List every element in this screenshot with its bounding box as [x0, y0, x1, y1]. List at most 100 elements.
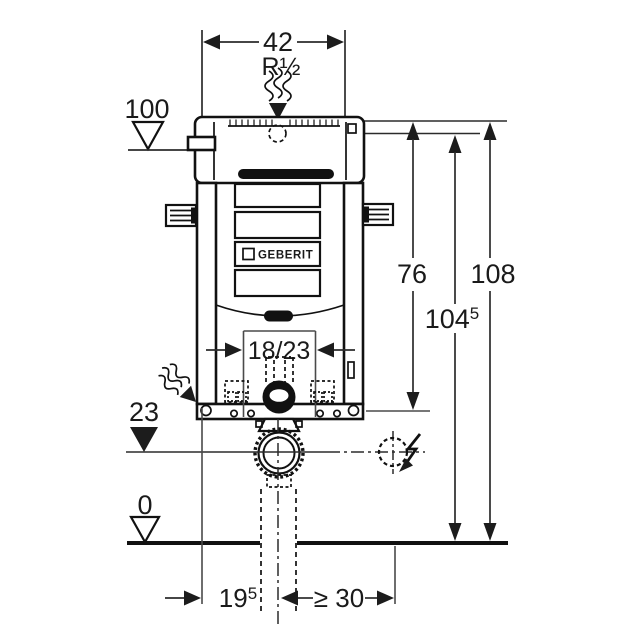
dimension-heights: 76 1045 108: [286, 120, 516, 541]
rail-hole: [246, 409, 256, 418]
water-connection-circle: [268, 124, 287, 143]
funnel-ear: [255, 420, 263, 428]
arrow-down-icon: [483, 523, 497, 541]
dimension-main: 19: [219, 583, 248, 613]
lightning-arrowhead-icon: [399, 458, 413, 472]
dimension-108: 108: [470, 122, 516, 541]
left-tab: [186, 135, 217, 152]
socket-opening: [269, 389, 289, 402]
left-post: [195, 181, 218, 406]
dimension-main: 104: [425, 304, 470, 334]
squiggle-line: [158, 374, 179, 396]
dimension-superscript: 5: [470, 304, 479, 323]
level-marker-0: 0: [129, 490, 161, 545]
centerlines: [126, 419, 425, 624]
arrow-down-icon: [406, 392, 420, 410]
bracket-stripes: [170, 209, 191, 222]
tick-marks: [229, 119, 339, 126]
anchor-slot: [323, 391, 333, 402]
toothed-ring: [253, 427, 305, 479]
level-triangle-icon: [129, 515, 161, 545]
water-flow-squiggle-arrow-icon: [264, 67, 292, 120]
logo-square-icon: [242, 247, 255, 261]
serration-ticks: [229, 119, 339, 126]
anchor-outline: [310, 380, 335, 403]
dimension-label: 18/23: [248, 337, 311, 365]
level-marker-23: 23: [129, 397, 159, 452]
arrow-left-icon: [281, 590, 298, 606]
bend-flange: [257, 431, 301, 475]
panel: [233, 210, 322, 240]
panel-logo: [233, 240, 322, 268]
wall-bracket-left: [164, 203, 198, 228]
arrow-right-icon: [327, 34, 344, 50]
installation-frame: GEBERIT: [164, 115, 395, 421]
anchor-footprints: [224, 380, 335, 403]
level-marker-100: 100: [124, 94, 191, 152]
dimension-label: 195: [219, 583, 257, 613]
squiggle-line: [264, 70, 274, 102]
wall-bracket-right: [361, 202, 395, 227]
squiggle-line: [282, 70, 292, 102]
anchor-slot: [237, 391, 247, 402]
bracket-stripes: [368, 208, 389, 221]
post-detail: [347, 361, 355, 379]
arrow-left-icon: [203, 34, 220, 50]
level-triangle-icon: [131, 120, 165, 152]
brand-logo: GEBERIT: [258, 250, 313, 262]
anchor-slot: [227, 391, 237, 402]
bend-bore: [262, 436, 296, 470]
foot-bolt: [347, 404, 360, 417]
anchor-outline: [224, 380, 249, 403]
arrow-left-icon: [317, 342, 334, 358]
power-box-circle: [377, 436, 409, 468]
squiggle-line: [161, 366, 183, 388]
arrow-right-icon: [225, 342, 242, 358]
panel: [233, 182, 322, 209]
rail-hole: [229, 409, 239, 418]
dimension-label: 42: [263, 27, 293, 57]
foot-bolt: [200, 404, 212, 417]
access-opening-bar: [238, 169, 334, 179]
dimension-104-5: 1045: [425, 135, 480, 541]
panel: [233, 268, 322, 298]
power-connection: [377, 433, 422, 472]
dimension-label: ≥ 30: [314, 583, 364, 613]
thread-label: R½: [262, 53, 301, 81]
level-label: 23: [129, 397, 159, 427]
water-supply-callout: R½: [262, 53, 301, 120]
arrow-down-icon: [179, 385, 196, 402]
spigot-hidden: [266, 474, 292, 488]
arrow-down-icon: [448, 523, 462, 541]
level-triangle-filled-icon: [130, 427, 158, 452]
arrow-right-icon: [184, 590, 201, 606]
anchor-slot: [313, 391, 323, 402]
curve-tab: [264, 310, 293, 322]
dimension-label: 1045: [425, 304, 480, 334]
arrow-up-icon: [406, 122, 420, 140]
level-label: 100: [124, 94, 169, 124]
arrow-up-icon: [448, 135, 462, 153]
dimension-label: 76: [397, 259, 427, 289]
flush-pipe-hidden: [265, 356, 294, 385]
arrow-down-icon: [269, 103, 287, 120]
flush-bend-socket: [262, 380, 296, 414]
rail-hole: [332, 409, 342, 418]
dimension-superscript: 5: [248, 584, 257, 603]
arrow-up-icon: [483, 122, 497, 140]
dashed-pipe-lines: [265, 356, 294, 385]
dimension-flush-plate: 18/23: [206, 330, 355, 417]
level-label: 0: [137, 490, 152, 520]
dimension-76: 76: [366, 122, 430, 412]
outlet-bend: [253, 417, 305, 488]
squiggle-line: [273, 67, 283, 99]
funnel-ear: [295, 420, 303, 428]
bracket-clamp: [191, 207, 197, 224]
squiggle-line: [169, 363, 191, 384]
dimension-bottom: 195 ≥ 30: [165, 583, 394, 613]
dimension-label: 108: [470, 259, 515, 289]
lightning-bolt-icon: [403, 433, 422, 466]
arrow-right-icon: [377, 590, 394, 606]
rail-hole: [315, 409, 325, 418]
